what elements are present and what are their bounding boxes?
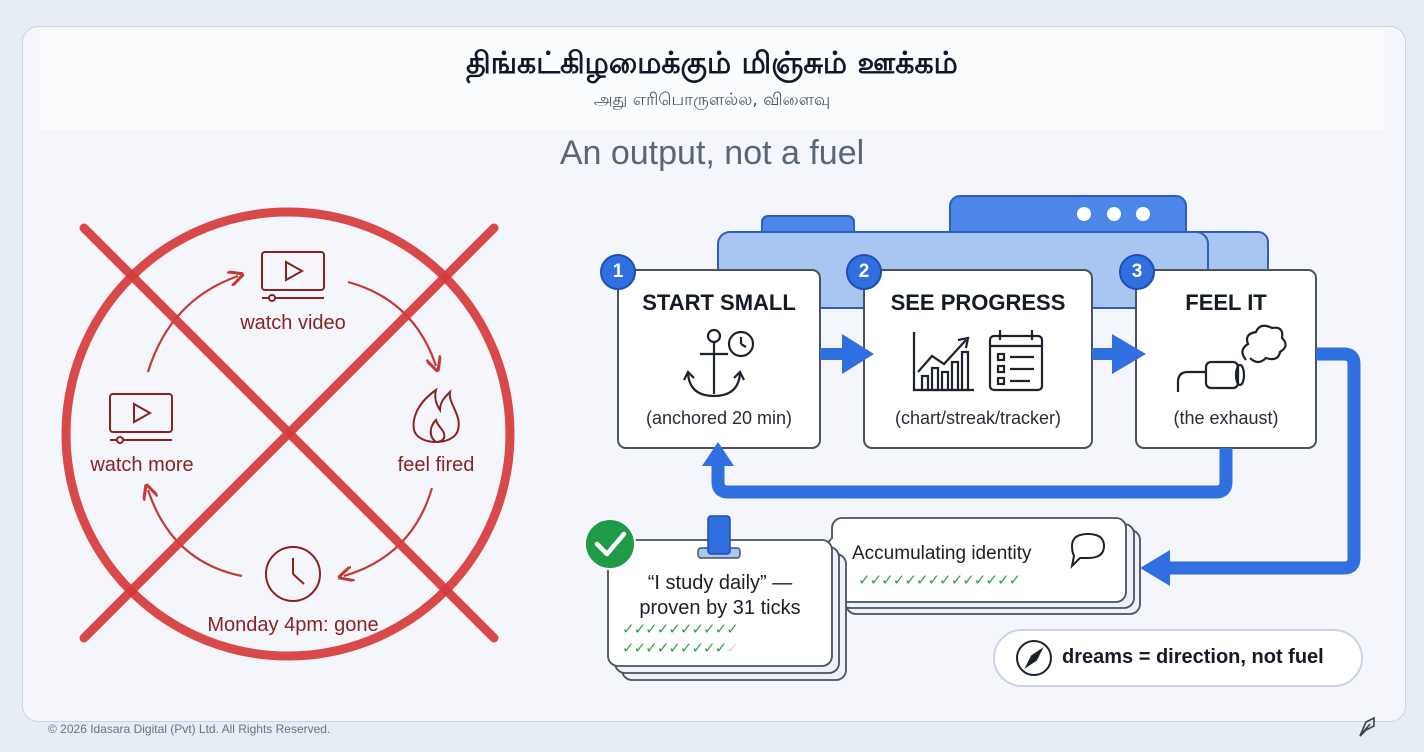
loop-arrow-4 <box>148 490 243 578</box>
step-3-title: FEEL IT <box>1185 290 1267 315</box>
node-monday: Monday 4pm: gone <box>207 614 379 636</box>
tick-mark: ✓ <box>881 571 894 589</box>
dreams-label: dreams = direction, not fuel <box>1062 646 1324 668</box>
step-1-title: START SMALL <box>642 290 796 315</box>
tick-mark: ✓ <box>656 620 670 638</box>
flame-icon <box>412 387 460 444</box>
node-feel-fired: feel fired <box>397 454 475 476</box>
tick-mark: ✓ <box>858 571 871 589</box>
rejection-circle <box>61 207 515 661</box>
step-badge-3 <box>1119 254 1155 290</box>
page-subtitle: அது எரிபொருளல்ல, விளைவு <box>593 90 831 110</box>
clock-icon <box>265 546 321 602</box>
window-dot <box>1077 207 1091 221</box>
compass-icon <box>1016 640 1052 676</box>
video-icon <box>261 251 325 302</box>
pen-icon <box>1359 716 1375 737</box>
tick-mark: ✓ <box>679 639 693 657</box>
output-arrow <box>1140 347 1361 586</box>
tick-mark: ✓ <box>714 639 728 657</box>
feedback-loop-arrow <box>702 442 1233 499</box>
window-dot <box>1136 207 1150 221</box>
tick-mark: ✓ <box>633 639 647 657</box>
step-2-caption: (chart/streak/tracker) <box>894 408 1062 428</box>
tick-mark: ✓ <box>679 620 693 638</box>
tick-mark: ✓ <box>645 639 658 657</box>
video-icon <box>109 393 173 444</box>
tick-mark: ✓ <box>622 620 635 638</box>
tick-mark: ✓ <box>904 571 917 589</box>
loop-arrow-2 <box>347 280 436 366</box>
arrow-step-1-to-2 <box>820 334 874 374</box>
identity-label: Accumulating identity <box>852 543 1032 564</box>
arrow-step-2-to-3 <box>1092 334 1146 374</box>
speech-bubble-icon <box>1070 532 1106 570</box>
identity-card-stack <box>810 517 1141 615</box>
footer-copyright: © 2026 Idasara Digital (Pvt) Ltd. All Ri… <box>48 722 331 736</box>
tick-mark: ✓ <box>892 571 906 589</box>
node-watch-video: watch video <box>240 312 346 334</box>
tick-mark: ✓ <box>691 620 704 638</box>
tick-mark: ✓ <box>985 571 998 589</box>
tick-mark: ✓ <box>996 571 1010 589</box>
step-2-title: SEE PROGRESS <box>890 290 1066 315</box>
claim-line-2: proven by 31 ticks <box>639 597 801 619</box>
dreams-pill <box>993 629 1363 687</box>
tick-mark: ✓ <box>703 639 716 657</box>
tick-mark: ✓ <box>962 571 975 589</box>
step-3-caption: (the exhaust) <box>1173 408 1279 428</box>
claim-line-1: “I study daily” — <box>647 572 793 594</box>
check-badge-icon <box>584 518 636 570</box>
tick-mark: ✓ <box>726 620 739 638</box>
exhaust-pipe-icon <box>1176 324 1287 392</box>
claim-tick-grid: ✓✓✓✓✓✓✓✓✓✓✓✓✓✓✓✓✓✓✓✓ <box>622 620 828 658</box>
chart-calendar-icon <box>912 330 1044 392</box>
loop-arrow-1 <box>146 276 238 373</box>
step-1-caption: (anchored 20 min) <box>645 408 793 428</box>
node-watch-more: watch more <box>90 454 194 476</box>
tick-mark: ✓ <box>869 571 883 589</box>
tick-mark: ✓ <box>915 571 929 589</box>
header-band <box>40 30 1384 130</box>
identity-tick-row: ✓✓✓✓✓✓✓✓✓✓✓✓✓✓ <box>858 571 1022 590</box>
clipboard-clip-icon <box>697 515 741 559</box>
step-3-number: 3 <box>1131 261 1143 282</box>
tick-mark: ✓ <box>668 639 681 657</box>
tick-mark-empty: ✓ <box>726 639 739 657</box>
tick-mark: ✓ <box>939 571 952 589</box>
anchor-clock-icon <box>683 328 755 398</box>
tick-mark: ✓ <box>927 571 940 589</box>
tick-mark: ✓ <box>668 620 681 638</box>
page-title: திங்கட்கிழமைக்கும் மிஞ்சும் ஊக்கம் <box>466 46 958 81</box>
tagline: An output, not a fuel <box>559 134 865 172</box>
tick-mark: ✓ <box>950 571 964 589</box>
tick-mark: ✓ <box>691 639 704 657</box>
tick-mark: ✓ <box>622 639 635 657</box>
rejected-loop <box>61 207 515 661</box>
tick-mark: ✓ <box>714 620 728 638</box>
window-dot <box>1107 207 1121 221</box>
step-1-number: 1 <box>612 261 624 282</box>
tick-mark: ✓ <box>633 620 647 638</box>
step-badge-1 <box>600 254 636 290</box>
tick-mark: ✓ <box>973 571 987 589</box>
tick-mark: ✓ <box>656 639 670 657</box>
claim-card-stack <box>584 515 847 681</box>
rejection-cross <box>79 223 499 643</box>
tick-mark: ✓ <box>645 620 658 638</box>
tick-mark: ✓ <box>703 620 716 638</box>
step-2-number: 2 <box>858 261 870 282</box>
tick-mark: ✓ <box>1008 571 1022 589</box>
step-badge-2 <box>846 254 882 290</box>
